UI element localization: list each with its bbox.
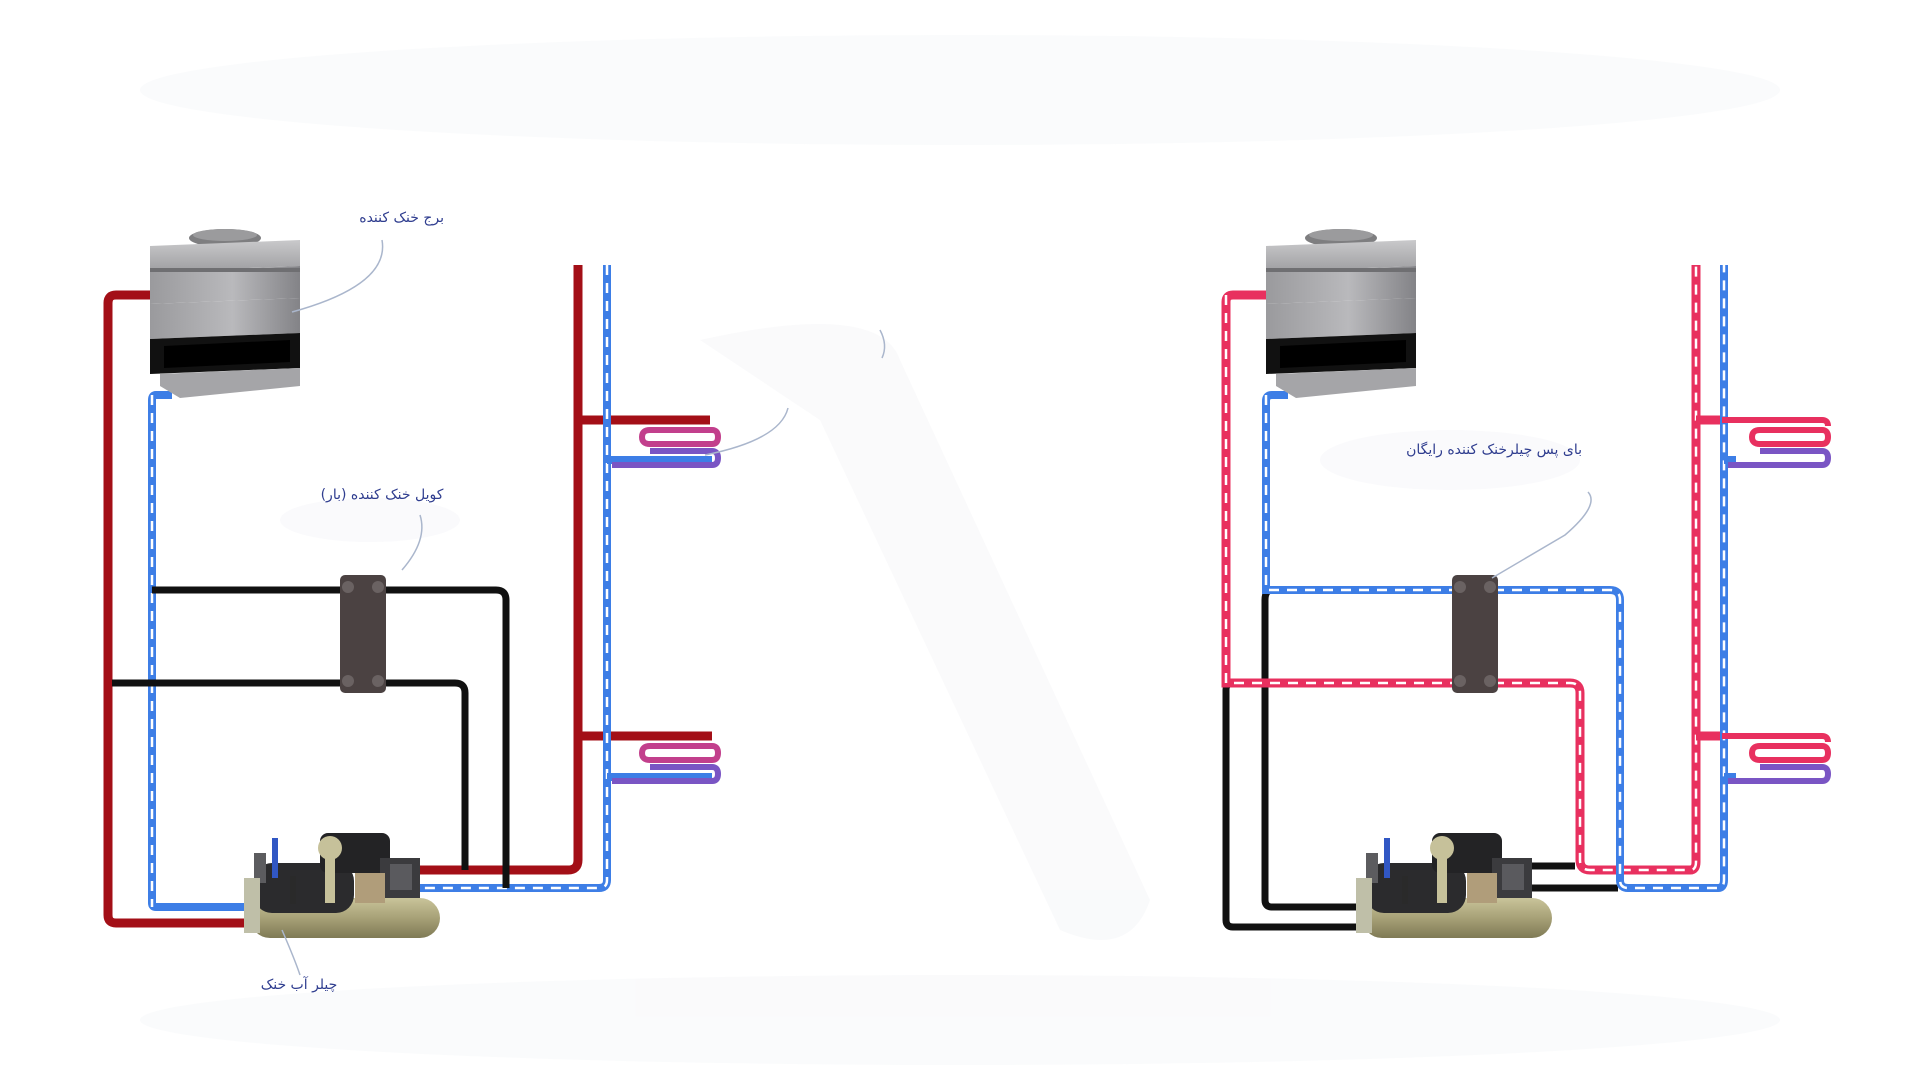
background-wash <box>140 35 1780 1065</box>
free-cooling-bypass-label: بای پس چیلر‌خنک کننده رایگان <box>1406 442 1582 458</box>
right-cooling-tower-icon <box>1266 229 1416 398</box>
right-hot-pipes <box>1221 265 1722 875</box>
water-chiller-label: چیلر آب خنک <box>260 977 338 993</box>
left-load-coil-upper <box>612 427 722 468</box>
cooling-tower-label: برج خنک کننده <box>359 210 444 226</box>
right-load-coil-upper <box>1722 417 1832 468</box>
left-heat-exchanger-icon <box>340 575 386 693</box>
left-load-coil-lower <box>612 743 722 784</box>
right-chiller-icon <box>1356 833 1552 938</box>
left-cold-pipes <box>148 265 712 911</box>
right-load-coil-lower <box>1722 733 1832 784</box>
left-cooling-tower-icon <box>150 229 300 398</box>
left-hot-pipes <box>103 265 712 928</box>
right-cold-pipes <box>1262 265 1736 892</box>
left-chiller-icon <box>244 833 440 938</box>
right-leader-lines <box>1491 491 1592 579</box>
right-diagram <box>1221 229 1832 938</box>
right-heat-exchanger-icon <box>1452 575 1498 693</box>
left-condenser-black-pipes <box>112 586 510 888</box>
cooling-coil-label: کویل خنک کننده (بار) <box>320 487 444 503</box>
left-leader-lines <box>281 239 886 976</box>
left-diagram <box>103 229 886 976</box>
